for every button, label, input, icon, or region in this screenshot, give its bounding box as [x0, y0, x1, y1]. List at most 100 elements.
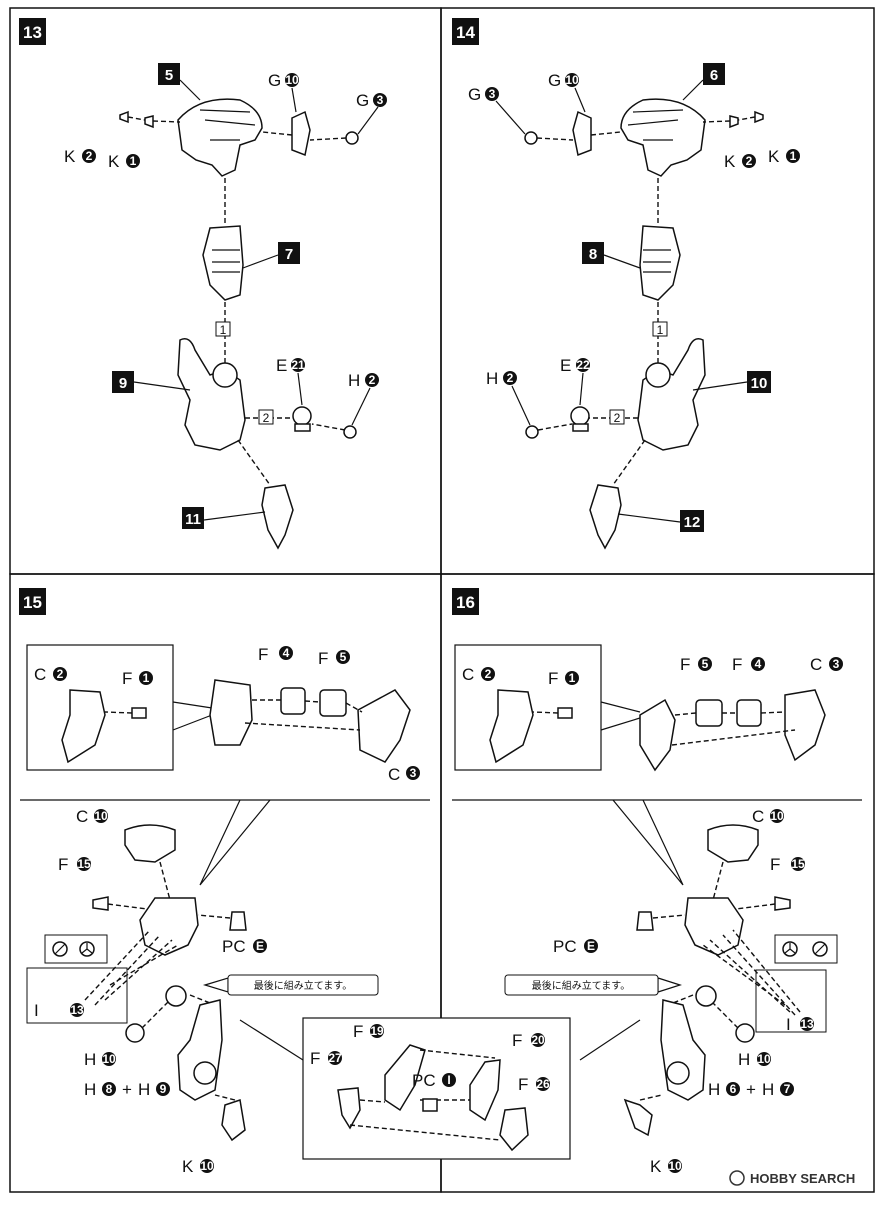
step-16-number: 16 — [456, 593, 475, 612]
f1-label-16: F — [548, 669, 558, 688]
part-12-number: 12 — [684, 514, 701, 531]
neck-part-7 — [202, 225, 244, 301]
step-13-panel: 13 5 K 2 K 1 G 10 G 3 7 1 — [19, 18, 387, 550]
h8-number: 8 — [106, 1082, 113, 1096]
g10-label-14: G — [548, 71, 561, 90]
g3-label: G — [356, 91, 369, 110]
assemble-last-text: 最後に組み立てます。 — [254, 979, 353, 992]
step-14-number: 14 — [456, 23, 475, 42]
h9-label: H — [138, 1080, 150, 1099]
k2-number-14: 2 — [746, 154, 753, 168]
f27-label: F — [310, 1049, 320, 1068]
c2-label-16: C — [462, 665, 474, 684]
elbow-joint-16 — [660, 999, 706, 1101]
k1-pin — [144, 115, 154, 129]
h7-number: 7 — [784, 1082, 791, 1096]
i13-number: 13 — [70, 1003, 84, 1017]
f15-part — [92, 896, 109, 911]
elbow-joint — [177, 999, 223, 1101]
e22-number: 22 — [576, 358, 590, 372]
part-5-badge — [158, 63, 180, 85]
pc-e-part — [229, 911, 247, 931]
part-10-number: 10 — [751, 375, 768, 392]
step-15-number: 15 — [23, 593, 42, 612]
k10-label: K — [182, 1157, 194, 1176]
g10-label: G — [268, 71, 281, 90]
body-part-10 — [637, 338, 706, 451]
seq-2-label: 2 — [263, 411, 270, 425]
part-6-number: 6 — [710, 67, 718, 84]
f15-number: 15 — [77, 857, 91, 871]
f20-number: 20 — [531, 1033, 545, 1047]
c10-number: 10 — [94, 809, 108, 823]
g10-number-14: 10 — [565, 73, 579, 87]
c3-number: 3 — [410, 766, 417, 780]
h2-label: H — [348, 371, 360, 390]
f19-label: F — [353, 1022, 363, 1041]
pc-i-label: PC — [412, 1071, 436, 1090]
f20-label: F — [512, 1031, 522, 1050]
plus-sign-16: + — [746, 1080, 756, 1099]
f5-label: F — [318, 649, 328, 668]
f19-part — [384, 1044, 426, 1112]
subassembly-inset — [26, 644, 174, 771]
i13-label: I — [34, 1001, 39, 1020]
k10-label-16: K — [650, 1157, 662, 1176]
step-13-number: 13 — [23, 23, 42, 42]
assemble-last-text-16: 最後に組み立てます。 — [532, 979, 631, 992]
f27-part — [337, 1087, 361, 1130]
k1-number-14: 1 — [790, 149, 797, 163]
f5-label-16: F — [680, 655, 690, 674]
i13-number-16: 13 — [800, 1017, 814, 1031]
part-12 — [589, 484, 622, 550]
pc-e-letter: E — [256, 939, 264, 953]
f1-part — [131, 707, 147, 719]
watermark: HOBBY SEARCH — [729, 1170, 855, 1186]
c2-label: C — [34, 665, 46, 684]
body-part-9 — [177, 338, 246, 451]
c10-label-16: C — [752, 807, 764, 826]
f5-number-16: 5 — [702, 657, 709, 671]
pc-e-label-16: PC — [553, 937, 577, 956]
e21-label: E — [276, 356, 287, 375]
f5-part — [319, 689, 347, 717]
seq-2-label-14: 2 — [614, 411, 621, 425]
c3-label: C — [388, 765, 400, 784]
c10-number-16: 10 — [770, 809, 784, 823]
part-7-number: 7 — [285, 246, 293, 263]
g10-number: 10 — [285, 73, 299, 87]
k2-number: 2 — [86, 149, 93, 163]
seq-1-label: 1 — [220, 323, 227, 337]
watermark-text: HOBBY SEARCH — [750, 1171, 855, 1186]
h10-number: 10 — [102, 1052, 116, 1066]
f1-label: F — [122, 669, 132, 688]
h6-number: 6 — [730, 1082, 737, 1096]
k10-number: 10 — [200, 1159, 214, 1173]
f4-part — [280, 687, 306, 715]
copyright-icon — [729, 1170, 745, 1186]
h2-number: 2 — [369, 373, 376, 387]
f15-label-16: F — [770, 855, 780, 874]
e22-label: E — [560, 356, 571, 375]
h2-part — [343, 425, 357, 439]
c2-part — [61, 689, 106, 764]
head-part-5 — [177, 98, 263, 177]
h2-label-14: H — [486, 369, 498, 388]
g3-label-14: G — [468, 85, 481, 104]
c10-label: C — [76, 807, 88, 826]
h10-label: H — [84, 1050, 96, 1069]
f26-number: 26 — [536, 1077, 550, 1091]
h7-label: H — [762, 1080, 774, 1099]
h9-number: 9 — [160, 1082, 167, 1096]
step-16-panel: 16 C 2 F 1 F 5 F 4 C 3 C 10 F 15 PC — [452, 588, 862, 1176]
part-8-number: 8 — [589, 246, 597, 263]
f20-part — [469, 1059, 501, 1122]
head-part-6 — [620, 98, 706, 177]
f5-number: 5 — [340, 650, 347, 664]
k1-label-14: K — [768, 147, 780, 166]
f15-label: F — [58, 855, 68, 874]
g3-part — [345, 131, 359, 145]
g10-part — [291, 110, 311, 157]
f4-number: 4 — [283, 646, 290, 660]
